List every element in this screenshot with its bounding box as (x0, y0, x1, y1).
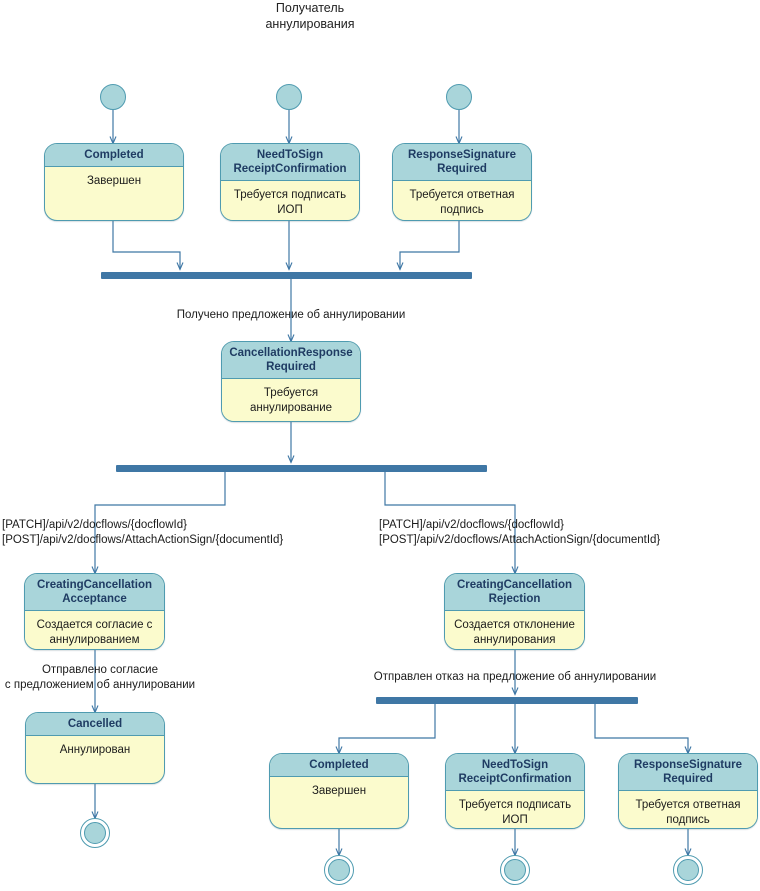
edge-label-api-left: [PATCH]/api/v2/docflows/{docflowId} [POS… (2, 519, 284, 546)
state-name: Completed (45, 144, 183, 167)
state-name: CancellationResponse Required (222, 342, 360, 379)
state-responsesignature-required-bottom[interactable]: ResponseSignature Required Требуется отв… (618, 753, 758, 829)
state-completed-bottom[interactable]: Completed Завершен (269, 753, 409, 829)
fork-bar-rejection-outcomes (376, 697, 638, 704)
state-name: NeedToSign ReceiptConfirmation (446, 754, 584, 791)
edge-label-acceptance-sent: Отправлено согласие с предложением об ан… (4, 664, 196, 691)
state-description: Завершен (45, 167, 183, 196)
state-description: Требуется аннулирование (222, 379, 360, 421)
state-name: ResponseSignature Required (619, 754, 757, 791)
state-creatingcancellation-rejection[interactable]: CreatingCancellation Rejection Создается… (444, 573, 585, 650)
state-completed-top[interactable]: Completed Завершен (44, 143, 184, 221)
initial-node-needtosign (276, 84, 302, 110)
state-cancellationresponse-required[interactable]: CancellationResponse Required Требуется … (221, 341, 361, 422)
state-description: Аннулирован (26, 736, 164, 765)
state-creatingcancellation-acceptance[interactable]: CreatingCancellation Acceptance Создаетс… (24, 573, 165, 650)
final-node-completed-bottom (324, 855, 354, 885)
edge-label-rejection-sent: Отправлен отказ на предложение об аннули… (373, 671, 657, 683)
state-description: Завершен (270, 777, 408, 806)
state-description: Создается отклонение аннулирования (445, 611, 584, 649)
state-name: Completed (270, 754, 408, 777)
state-description: Требуется подписать ИОП (446, 791, 584, 828)
edge-label-api-right: [PATCH]/api/v2/docflows/{docflowId} [POS… (379, 519, 661, 546)
state-name: ResponseSignature Required (393, 144, 531, 181)
state-responsesignature-required-top[interactable]: ResponseSignature Required Требуется отв… (392, 143, 532, 221)
join-bar-offer-received (101, 272, 472, 279)
initial-node-completed (100, 84, 126, 110)
final-node-needtosign-bottom (500, 855, 530, 885)
state-description: Требуется подписать ИОП (221, 181, 359, 220)
state-name: Cancelled (26, 713, 164, 736)
initial-node-responsesignature (446, 84, 472, 110)
state-name: CreatingCancellation Rejection (445, 574, 584, 611)
state-needtosign-receiptconfirmation-bottom[interactable]: NeedToSign ReceiptConfirmation Требуется… (445, 753, 585, 829)
state-cancelled[interactable]: Cancelled Аннулирован (25, 712, 165, 784)
final-node-responsesignature-bottom (673, 855, 703, 885)
final-node-cancelled (80, 818, 110, 848)
state-description: Требуется ответная подпись (619, 791, 757, 828)
edge-label-offer-received: Получено предложение об аннулировании (176, 309, 406, 321)
fork-bar-cancellation-decision (116, 465, 487, 472)
state-description: Создается согласие с аннулированием (25, 611, 164, 649)
state-needtosign-receiptconfirmation-top[interactable]: NeedToSign ReceiptConfirmation Требуется… (220, 143, 360, 221)
lane-title: Получатель аннулирования (265, 1, 355, 31)
state-description: Требуется ответная подпись (393, 181, 531, 220)
state-name: NeedToSign ReceiptConfirmation (221, 144, 359, 181)
state-name: CreatingCancellation Acceptance (25, 574, 164, 611)
